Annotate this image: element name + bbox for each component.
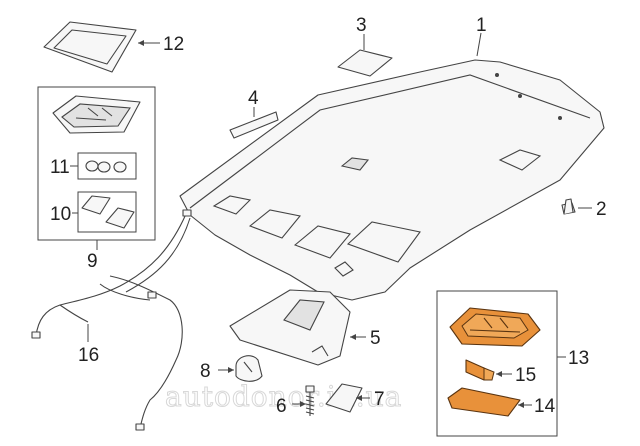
group-box-10 xyxy=(77,191,137,233)
part-3-pad xyxy=(337,49,393,77)
callout-11: 11 xyxy=(50,157,70,178)
callout-2: 2 xyxy=(596,199,607,220)
part-14-lens xyxy=(447,387,521,417)
callout-1: 1 xyxy=(476,15,487,36)
part-1-headliner xyxy=(179,59,605,301)
callout-5: 5 xyxy=(370,328,381,349)
callout-14: 14 xyxy=(534,396,556,417)
callout-7: 7 xyxy=(374,389,385,410)
part-7-cover xyxy=(325,383,363,413)
arrow-5 xyxy=(350,334,356,340)
part-8-visor-holder xyxy=(235,355,263,382)
part-6-screw xyxy=(305,385,315,416)
callout-3: 3 xyxy=(356,15,367,36)
part-11-bulbs xyxy=(85,160,127,173)
callout-9: 9 xyxy=(87,251,98,272)
leader-1 xyxy=(476,32,482,57)
callout-16: 16 xyxy=(78,345,99,366)
group-box-13 xyxy=(436,290,558,437)
part-5-sun-visor xyxy=(229,289,351,366)
part-15-bulb xyxy=(465,359,495,381)
part-16-wire-harness xyxy=(31,209,192,431)
part-12-lamp-lens xyxy=(43,21,137,73)
arrow-8 xyxy=(228,367,234,373)
part-10-switches xyxy=(81,195,135,229)
part-2-clip xyxy=(561,198,576,215)
callout-6: 6 xyxy=(276,396,287,417)
callout-10: 10 xyxy=(50,204,71,225)
part-9-lamp-assembly xyxy=(52,95,141,134)
callout-8: 8 xyxy=(200,361,211,382)
arrow-12 xyxy=(138,40,144,46)
part-4-grab-handle xyxy=(229,111,279,139)
watermark-text: autodonor.in.ua xyxy=(165,380,402,413)
arrow-7 xyxy=(356,395,362,401)
arrow-6 xyxy=(300,401,306,407)
callout-12: 12 xyxy=(163,34,184,55)
callout-13: 13 xyxy=(568,348,589,369)
part-13-map-lamp xyxy=(449,307,541,347)
arrow-15 xyxy=(496,371,502,377)
callout-4: 4 xyxy=(248,88,259,109)
arrow-14 xyxy=(518,402,524,408)
callout-15: 15 xyxy=(515,365,536,386)
